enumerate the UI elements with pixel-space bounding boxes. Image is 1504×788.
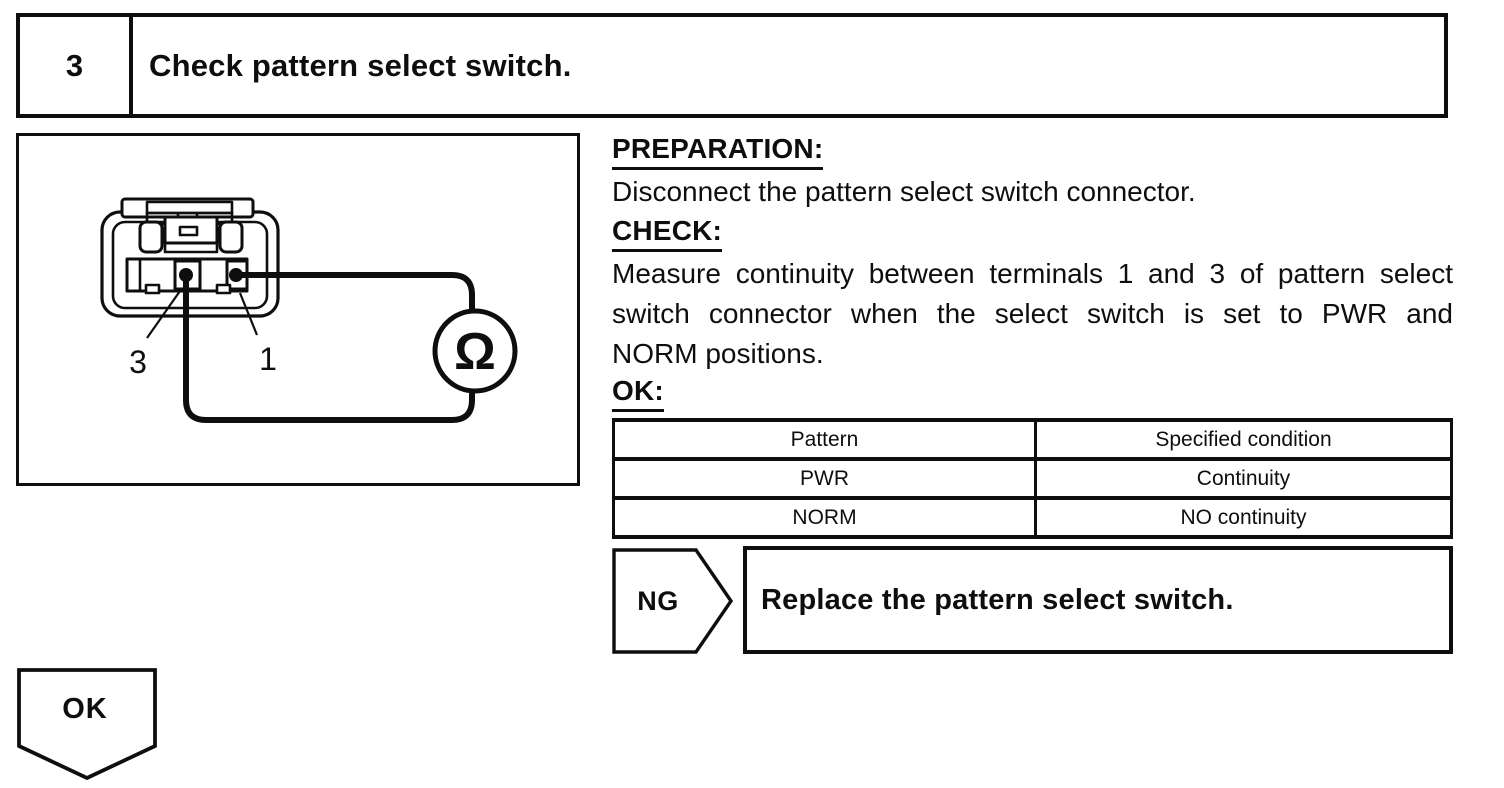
ok-heading: OK: (612, 376, 664, 412)
ng-pointer: NG (612, 548, 733, 654)
ok-label: OK (62, 692, 108, 725)
connector-latch-notch (178, 225, 199, 237)
ng-action-box: Replace the pattern select switch. (743, 546, 1453, 654)
leader-line-3 (146, 290, 181, 339)
check-text-line: Measure continuity between terminals 1 a… (612, 258, 1453, 289)
ng-action-text: Replace the pattern select switch. (761, 583, 1234, 616)
test-lead-terminal-1 (236, 272, 475, 311)
table-row: NORM NO continuity (613, 496, 1452, 539)
ohmmeter-circle (432, 308, 518, 394)
terminal-strip-notch-right (215, 283, 232, 295)
terminal-1-label: 1 (259, 341, 277, 377)
cell-pattern: NORM (613, 496, 1036, 539)
step-number: 3 (20, 17, 133, 114)
step-header: 3 Check pattern select switch. (16, 13, 1448, 118)
check-text: Measure continuity between terminals 1 a… (612, 254, 1453, 374)
connector-latch-lip (163, 241, 219, 254)
step-title: Check pattern select switch. (149, 47, 572, 83)
ok-flow-shape (17, 668, 157, 781)
check-heading: CHECK: (612, 216, 723, 252)
test-lead-terminal-3 (183, 275, 475, 423)
ohmmeter-symbol: Ω (454, 323, 496, 381)
connector-slot-right (218, 220, 244, 254)
ok-flow-symbol: OK (17, 668, 157, 781)
column-header-pattern: Pattern (613, 418, 1036, 461)
table-row: PWR Continuity (613, 457, 1452, 500)
ng-label: NG (637, 585, 679, 616)
cell-condition: NO continuity (1034, 496, 1452, 539)
preparation-heading: PREPARATION: (612, 134, 824, 170)
ng-branch: NG Replace the pattern select switch. (612, 546, 1453, 654)
connector-latch-block (163, 215, 219, 245)
terminal-3-label: 3 (129, 344, 147, 380)
connector-diagram: 3 1 Ω (100, 197, 518, 423)
check-text-line: switch connector when the select switch … (612, 298, 1453, 329)
leader-line-1 (238, 292, 259, 336)
ng-pointer-shape (612, 548, 733, 654)
connector-slot-left (138, 220, 164, 254)
check-text-line: NORM positions. (612, 338, 824, 369)
cell-pattern: PWR (613, 457, 1036, 500)
connector-figure: 3 1 Ω (16, 133, 580, 486)
terminal-strip-notch-left (144, 283, 161, 295)
instructions-column: PREPARATION: Disconnect the pattern sele… (612, 134, 1453, 654)
column-header-specified-condition: Specified condition (1034, 418, 1452, 461)
cell-condition: Continuity (1034, 457, 1452, 500)
preparation-text: Disconnect the pattern select switch con… (612, 176, 1196, 207)
table-header-row: Pattern Specified condition (613, 418, 1452, 461)
result-table: Pattern Specified condition PWR Continui… (612, 418, 1453, 539)
